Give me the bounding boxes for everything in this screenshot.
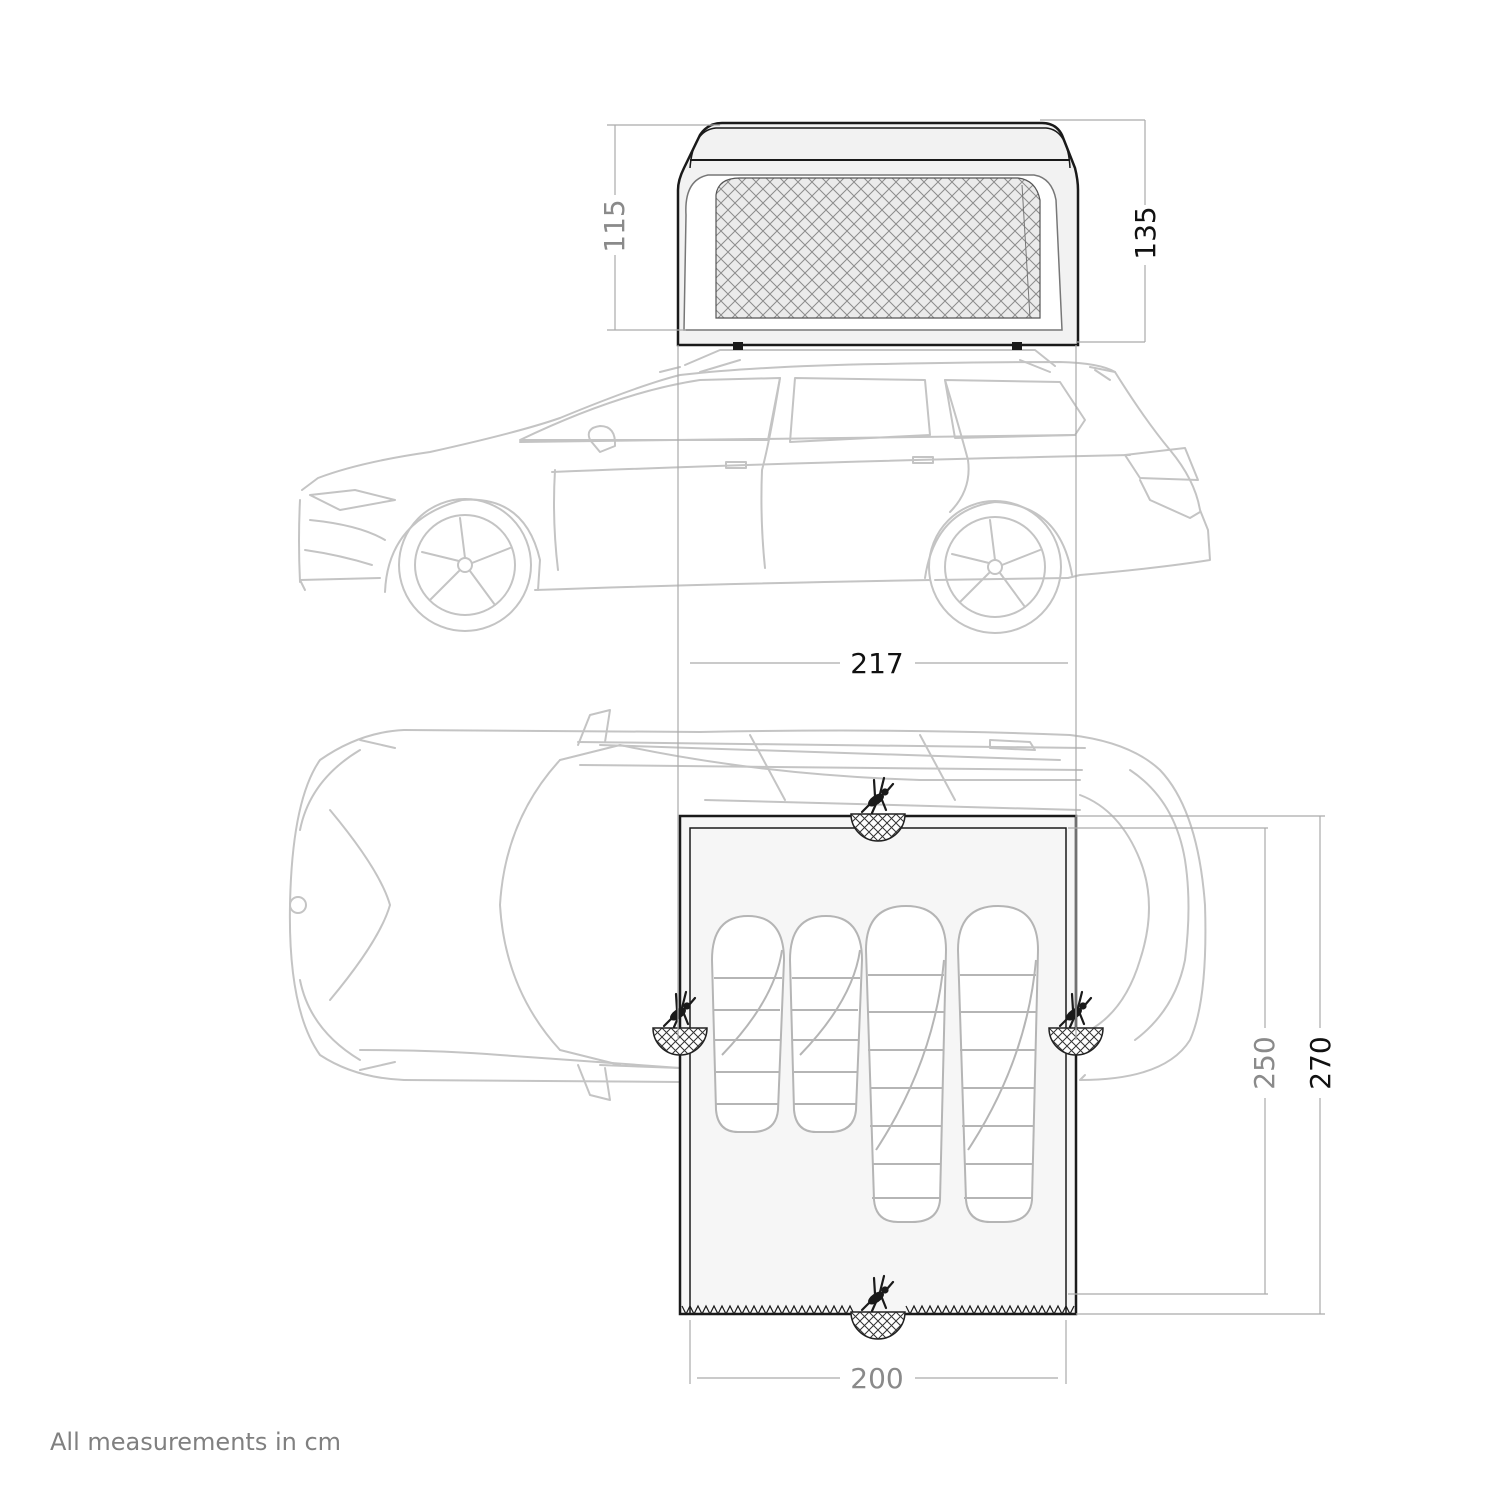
dimension-lines [607,119,1325,1384]
mosquito-net-icon [849,776,907,843]
car-side-view [298,349,1211,634]
sleeping-bag-4 [956,904,1040,1223]
dimension-label-270: 270 [1304,1036,1337,1089]
sleeping-bag-3 [864,904,948,1223]
measurement-unit-note: All measurements in cm [50,1428,342,1456]
car-top-view [288,709,1207,1101]
tent-side-view [676,121,1080,350]
dimension-label-115: 115 [598,199,631,252]
sleeping-bags [710,904,1040,1223]
dimension-label-217: 217 [850,647,903,680]
dimension-label-135: 135 [1129,206,1162,259]
dimension-label-250: 250 [1248,1036,1281,1089]
dimension-label-200: 200 [850,1362,903,1395]
